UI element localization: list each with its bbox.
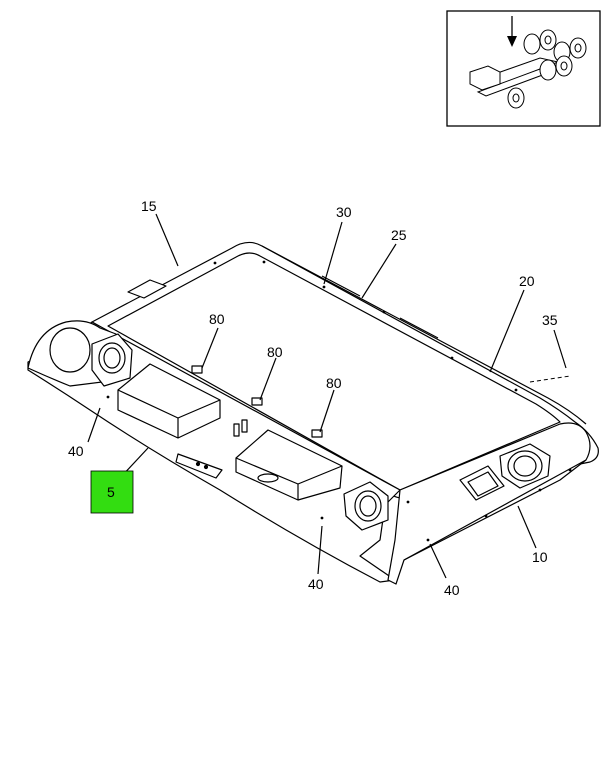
speaker-right bbox=[499, 443, 551, 489]
callout-30: 30 bbox=[336, 204, 352, 220]
callout-40-center: 40 bbox=[308, 576, 324, 592]
callout-25: 25 bbox=[391, 227, 407, 243]
headliner-assembly bbox=[27, 241, 599, 585]
callout-5: 5 bbox=[107, 484, 115, 500]
right-vent bbox=[459, 465, 505, 501]
roof-hatch bbox=[127, 279, 167, 299]
callout-10: 10 bbox=[532, 549, 548, 565]
locator-inset bbox=[446, 10, 601, 127]
roof-panel-inner bbox=[107, 252, 561, 491]
right-trim-strip bbox=[261, 245, 587, 425]
callout-labels: 15 30 25 20 35 80 80 80 40 40 40 10 bbox=[68, 198, 558, 598]
callout-80-right: 80 bbox=[326, 375, 342, 391]
speaker-center bbox=[343, 481, 389, 531]
highlight-box bbox=[90, 470, 134, 514]
callout-5-highlight[interactable]: 5 bbox=[90, 470, 134, 514]
storage-box-left bbox=[117, 363, 221, 439]
reference-dashed-line bbox=[529, 375, 571, 383]
callout-40-left: 40 bbox=[68, 443, 84, 459]
callout-80-middle: 80 bbox=[267, 344, 283, 360]
locator-arrow-icon bbox=[507, 16, 517, 47]
chassis-icon bbox=[469, 29, 587, 109]
speaker-left bbox=[91, 333, 133, 387]
callout-15: 15 bbox=[141, 198, 157, 214]
storage-box-center bbox=[235, 429, 343, 501]
callout-80-left: 80 bbox=[209, 311, 225, 327]
lower-trim-strip bbox=[175, 453, 223, 479]
callout-40-right: 40 bbox=[444, 582, 460, 598]
callout-20: 20 bbox=[519, 273, 535, 289]
callout-35: 35 bbox=[542, 312, 558, 328]
